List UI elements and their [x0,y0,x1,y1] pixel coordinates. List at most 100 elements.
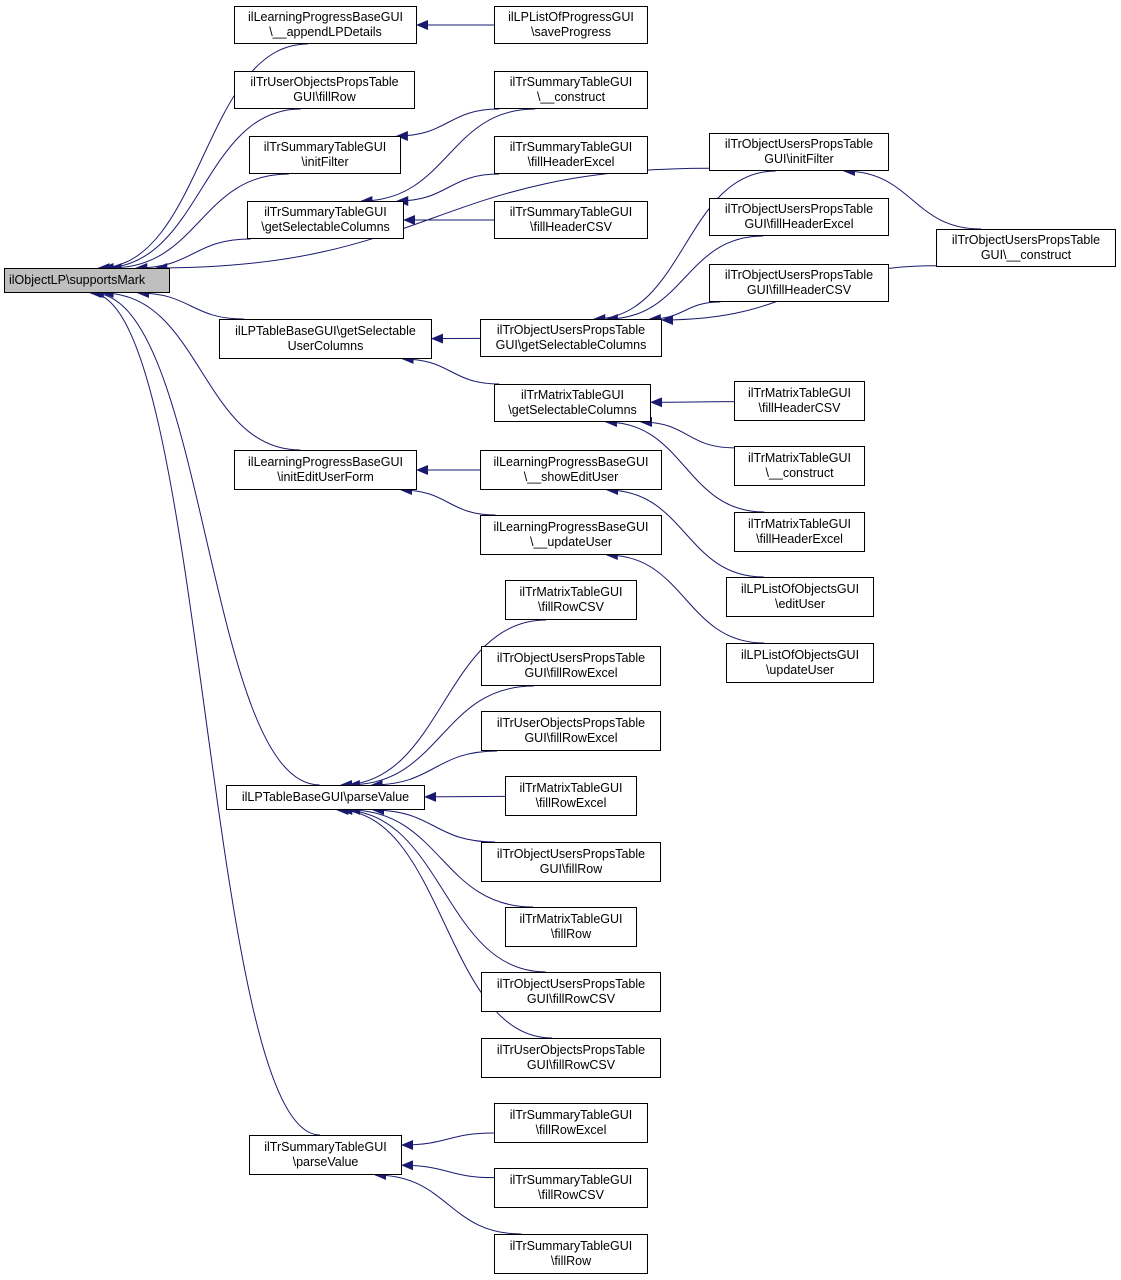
node-label: ilLPListOfObjectsGUI [740,582,860,596]
node-iltrmatrixtablegui-fillrow[interactable]: ilTrMatrixTableGUI\fillRow [505,907,637,947]
call-edge-n17-to-n0 [101,288,301,451]
node-ilearningprogressbasegui-initedituserform[interactable]: ilLearningProgressBaseGUI\initEditUserFo… [234,450,417,490]
node-label: ilLPListOfObjectsGUI [740,648,860,662]
node-label: \saveProgress [531,25,611,39]
node-iltrsummarytablegui-fillrowexcel[interactable]: ilTrSummaryTableGUI\fillRowExcel [494,1103,648,1143]
call-edge-n24-to-n20 [605,550,765,644]
node-label: ilTrMatrixTableGUI [747,451,852,465]
call-edge-n21-to-n15 [604,417,765,513]
node-label: ilTrSummaryTableGUI [509,75,633,89]
node-iltrmatrixtablegui-fillrowcsv[interactable]: ilTrMatrixTableGUI\fillRowCSV [505,580,637,620]
node-label: \fillRow [550,927,592,941]
call-edge-n9-to-n14 [593,170,776,324]
node-illplistofprogressgui-saveprogress[interactable]: ilLPListOfProgressGUI\saveProgress [494,6,648,44]
node-iltrsummarytablegui-initfilter[interactable]: ilTrSummaryTableGUI\initFilter [249,136,401,174]
node-label: ilTrMatrixTableGUI [747,517,852,531]
node-iltrsummarytablegui-fillheaderexcel[interactable]: ilTrSummaryTableGUI\fillHeaderExcel [494,136,648,174]
node-label: ilTrObjectUsersPropsTable [496,847,646,861]
node-iltrsummarytablegui-fillheadercsv[interactable]: ilTrSummaryTableGUI\fillHeaderCSV [494,201,648,239]
node-iltrmatrixtablegui-getselectablecolumns[interactable]: ilTrMatrixTableGUI\getSelectableColumns [494,384,651,422]
node-illptablebasegui-parsevalue[interactable]: ilLPTableBaseGUI\parseValue [226,785,425,810]
node-iltrsummarytablegui-construct[interactable]: ilTrSummaryTableGUI\__construct [494,71,648,109]
call-edge-n31-to-n27 [340,805,546,973]
call-edge-n7-to-n0 [135,238,251,273]
node-label: ilTrMatrixTableGUI [747,386,852,400]
node-iltrmatrixtablegui-fillrowexcel[interactable]: ilTrMatrixTableGUI\fillRowExcel [505,776,637,816]
node-label: \__construct [765,466,834,480]
call-edge-n36-to-n34 [374,1170,522,1235]
node-label: ilLPListOfProgressGUI [508,10,634,24]
call-edge-n15-to-n13 [401,354,500,385]
node-label: \getSelectableColumns [261,220,390,234]
node-label: GUI\__construct [980,248,1072,262]
node-label: ilLearningProgressBaseGUI [493,520,649,534]
node-label: \fillHeaderCSV [530,220,612,234]
node-label: ilTrUserObjectsPropsTable [250,75,399,89]
node-label: ilTrObjectUsersPropsTable [496,977,646,991]
node-iltrsummarytablegui-fillrowcsv[interactable]: ilTrSummaryTableGUI\fillRowCSV [494,1168,648,1208]
node-label: ilTrObjectUsersPropsTable [724,202,874,216]
node-label: \fillRow [550,1254,592,1268]
node-label: GUI\fillRow [293,90,356,104]
node-label: ilTrObjectUsersPropsTable [496,323,646,337]
node-label: \fillRowExcel [535,796,607,810]
node-label: ilLPTableBaseGUI\getSelectable [235,324,416,338]
node-label: ilTrObjectUsersPropsTable [724,268,874,282]
call-edge-n10-to-n14 [605,235,764,324]
node-illplistofobjectsgui-updateuser[interactable]: ilLPListOfObjectsGUI\updateUser [726,643,874,683]
node-label: ilTrSummaryTableGUI [264,1140,387,1154]
call-edge-n26-to-n27 [370,750,498,790]
node-iltrsummarytablegui-parsevalue[interactable]: ilTrSummaryTableGUI\parseValue [249,1135,402,1175]
call-edge-n29-to-n27 [372,805,495,843]
node-label: \__updateUser [529,535,612,549]
node-label: \fillHeaderExcel [527,155,615,169]
node-label: ilTrSummaryTableGUI [509,1108,633,1122]
node-label: \fillRowCSV [538,1188,604,1202]
call-edge-n30-to-n27 [348,805,534,908]
call-edge-n4-to-n7 [360,108,536,206]
node-label: ilLPTableBaseGUI\parseValue [241,790,410,804]
node-label: ilObjectLP\supportsMark [9,273,146,287]
node-label: \updateUser [765,663,835,677]
node-iltrsummarytablegui-fillrow[interactable]: ilTrSummaryTableGUI\fillRow [494,1234,648,1274]
node-ilearningprogressbasegui-showedituser[interactable]: ilLearningProgressBaseGUI\__showEditUser [480,450,662,490]
node-label: ilTrObjectUsersPropsTable [724,137,874,151]
call-edge-n20-to-n17 [400,485,496,516]
node-iltrmatrixtablegui-fillheadercsv[interactable]: ilTrMatrixTableGUI\fillHeaderCSV [734,381,865,421]
node-label: ilTrSummaryTableGUI [264,205,387,219]
node-label: GUI\fillRowCSV [526,992,616,1006]
node-illplistofobjectsgui-edituser[interactable]: ilLPListOfObjectsGUI\editUser [726,577,874,617]
call-edge-n4-to-n5 [395,108,500,141]
node-label: \__construct [536,90,606,104]
node-ilearningprogressbasegui-appendlpdetails[interactable]: ilLearningProgressBaseGUI\__appendLPDeta… [234,6,417,44]
node-label: \fillHeaderExcel [756,532,843,546]
node-label: ilTrMatrixTableGUI [520,388,625,402]
node-iltrmatrixtablegui-fillheaderexcel[interactable]: ilTrMatrixTableGUI\fillHeaderExcel [734,512,865,552]
node-iltrmatrixtablegui-construct[interactable]: ilTrMatrixTableGUI\__construct [734,446,865,486]
node-label: ilTrSummaryTableGUI [509,1239,633,1253]
node-label: \fillRowExcel [535,1123,607,1137]
node-label: \getSelectableColumns [508,403,637,417]
node-label: GUI\fillRowExcel [524,731,618,745]
node-ilearningprogressbasegui-updateuser[interactable]: ilLearningProgressBaseGUI\__updateUser [480,515,662,555]
call-edge-n16-to-n15 [650,397,735,408]
node-iltrsummarytablegui-getselectablecolumns[interactable]: ilTrSummaryTableGUI\getSelectableColumns [247,201,404,239]
node-ilobjectlp-supportsmark[interactable]: ilObjectLP\supportsMark [4,268,170,293]
call-edge-n19-to-n15 [639,417,735,449]
node-label: ilLearningProgressBaseGUI [248,10,403,24]
node-label: \__appendLPDetails [269,25,382,39]
node-label: ilTrUserObjectsPropsTable [496,716,646,730]
node-label: GUI\fillHeaderCSV [746,283,852,297]
